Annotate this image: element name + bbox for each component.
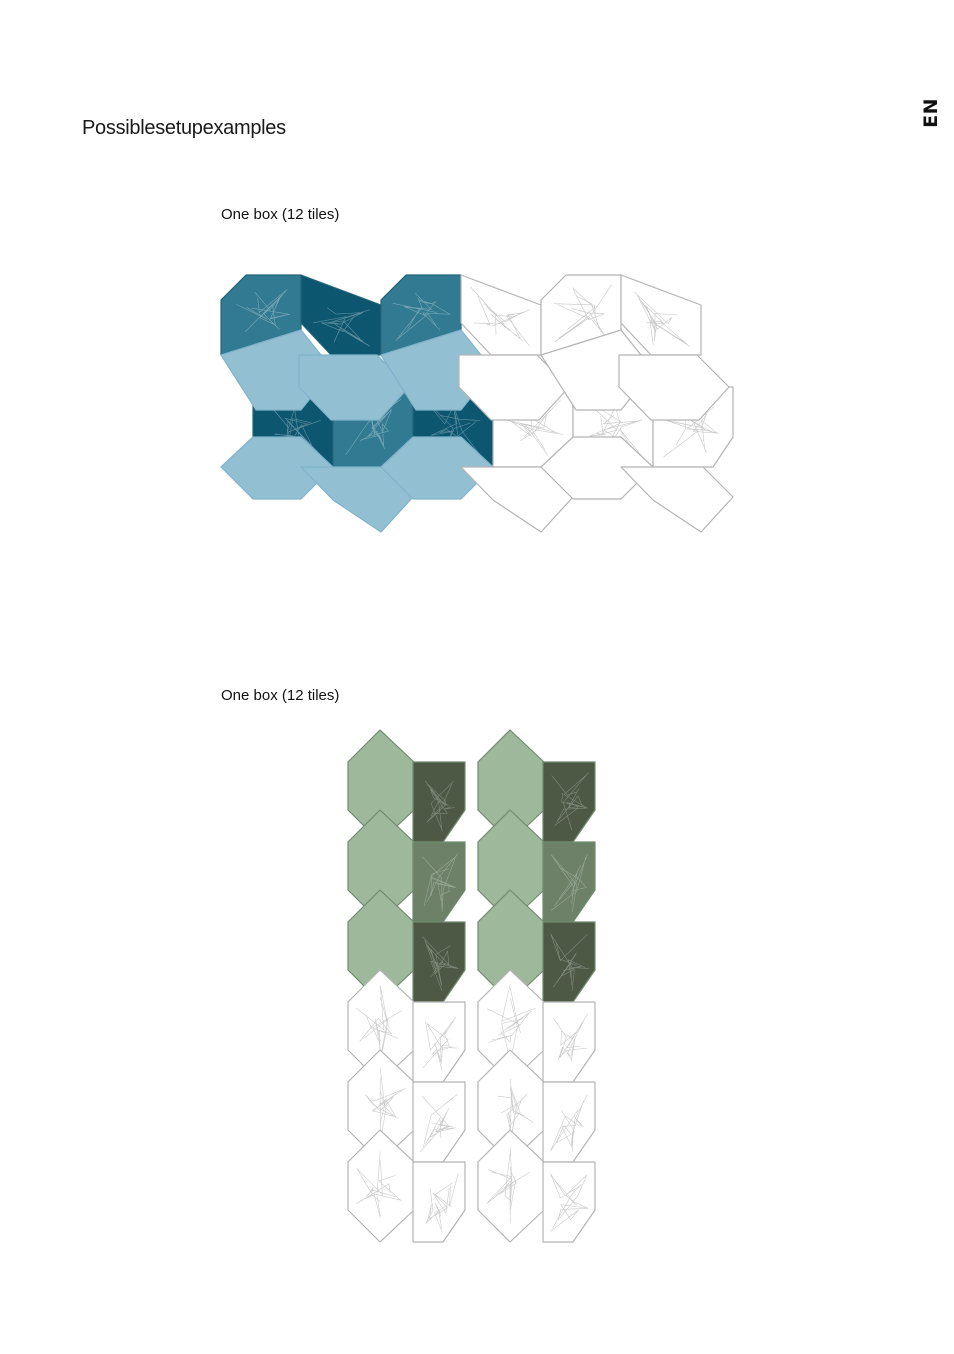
tile xyxy=(477,1129,545,1243)
tile-lying xyxy=(618,354,730,421)
tile-lying xyxy=(300,466,414,533)
tile-upright xyxy=(300,274,382,356)
tile xyxy=(542,921,596,1003)
tile-vein-lines xyxy=(486,1146,531,1224)
tile-vein-lines xyxy=(345,398,402,455)
tile-vein-lines xyxy=(422,1016,458,1071)
tile-lying xyxy=(298,354,410,421)
tile xyxy=(412,841,466,923)
tile-vein-lines xyxy=(419,1093,458,1153)
tile-vein-lines xyxy=(424,780,456,832)
tile xyxy=(542,761,596,843)
tile-vein-lines xyxy=(365,1068,406,1145)
tile-vein-lines xyxy=(356,985,403,1062)
example-2-tile-layout xyxy=(347,729,596,1243)
tile-vein-lines xyxy=(392,292,451,341)
example-2-caption: One box (12 tiles) xyxy=(221,687,340,704)
tile-vein-lines xyxy=(356,1151,403,1218)
tile-vein-lines xyxy=(550,933,589,991)
tile-upright xyxy=(460,274,542,356)
tile-vein-lines xyxy=(550,1173,589,1232)
tile xyxy=(412,761,466,843)
tile xyxy=(347,1129,415,1243)
tile-vein-lines xyxy=(422,853,459,912)
tile-vein-lines xyxy=(553,1013,589,1062)
tile-vein-lines xyxy=(487,984,536,1063)
tile-vein-lines xyxy=(551,772,589,831)
tile-vein-lines xyxy=(550,854,588,913)
tile-upright xyxy=(620,274,702,356)
tile xyxy=(412,921,466,1003)
tile-vein-lines xyxy=(634,291,691,347)
tile-lying xyxy=(460,466,574,533)
tile-vein-lines xyxy=(424,399,481,454)
tile-vein-lines xyxy=(236,288,291,333)
tile-vein-lines xyxy=(583,398,643,458)
tile-vein-lines xyxy=(470,286,530,347)
tile-vein-lines xyxy=(312,307,370,347)
tile-vein-lines xyxy=(550,1094,588,1152)
example-1-caption: One box (12 tiles) xyxy=(221,206,340,223)
tile-vein-lines xyxy=(553,284,612,343)
tile-vein-lines xyxy=(422,936,459,991)
tile xyxy=(542,841,596,923)
tile-vein-lines xyxy=(425,1173,459,1233)
tile-vein-lines xyxy=(496,1078,534,1148)
example-1-tile-layout xyxy=(220,274,734,533)
tile xyxy=(412,1001,466,1083)
page-title: Possiblesetupexamples xyxy=(82,117,286,139)
tile-lying xyxy=(620,466,734,533)
tile xyxy=(412,1081,466,1163)
tile-lying xyxy=(458,354,570,421)
tile xyxy=(542,1001,596,1083)
